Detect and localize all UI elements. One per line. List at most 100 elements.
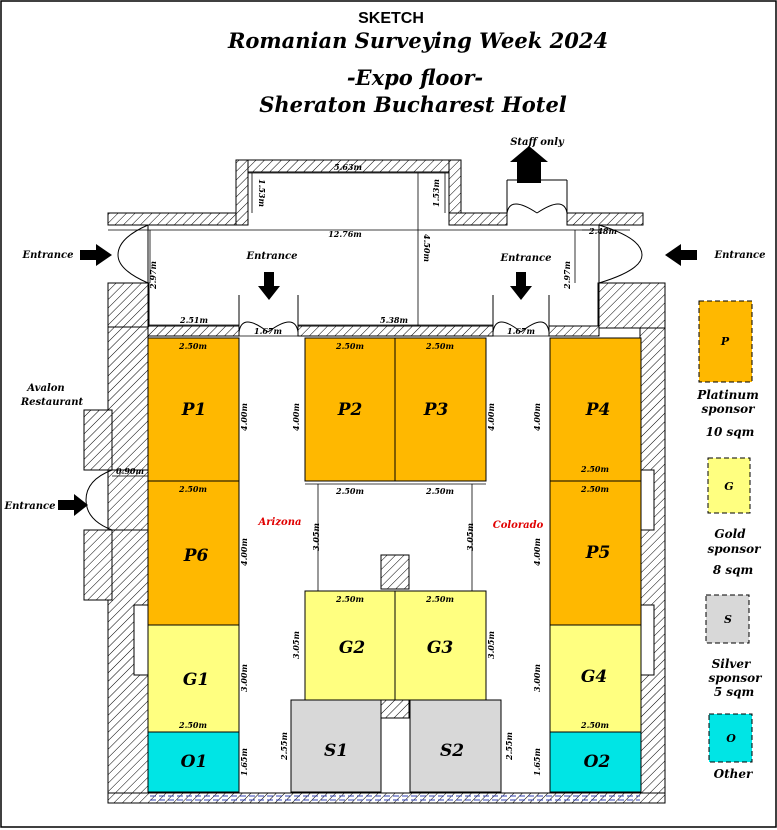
- dim-g3-width: 2.50m: [425, 594, 454, 604]
- booth-p1[interactable]: [147, 337, 240, 482]
- dim-g1-height: 3.00m: [239, 664, 249, 692]
- booth-p5[interactable]: [549, 480, 642, 626]
- booth-label-p5: P5: [585, 543, 611, 563]
- bottom-windows: [150, 795, 640, 801]
- door-arizona-a: [238, 295, 269, 333]
- booth-s1[interactable]: [290, 699, 382, 793]
- dim-1-53-right: 1.53m: [431, 179, 441, 207]
- legend-code-silver: S: [724, 613, 732, 626]
- legend-silver-area: 5 sqm: [714, 685, 754, 699]
- wall-left-top: [107, 282, 150, 328]
- booth-s2[interactable]: [409, 699, 502, 793]
- dim-p4-width: 2.50m: [580, 464, 609, 474]
- arrow-entrance-arizona: [258, 272, 280, 300]
- dim-5-38: 5.38m: [380, 315, 408, 325]
- booth-o1[interactable]: [147, 731, 240, 793]
- dim-p5-width: 2.50m: [580, 484, 609, 494]
- dim-4-50: 4.50m: [422, 234, 432, 262]
- event-title: Romanian Surveying Week 2024: [227, 28, 608, 53]
- dim-g2-width: 2.50m: [335, 594, 364, 604]
- arrow-entrance-colorado: [510, 272, 532, 300]
- venue-title: Sheraton Bucharest Hotel: [259, 92, 567, 117]
- wall-front-mid: [297, 325, 494, 337]
- booths: [147, 337, 642, 793]
- entrance-label-right: Entrance: [714, 250, 766, 261]
- dim-p6-height: 4.00m: [239, 538, 249, 566]
- sketch-label: SKETCH: [358, 10, 424, 27]
- room-label-arizona: Arizona: [258, 517, 302, 528]
- dim-1-67-left: 1.67m: [254, 326, 282, 336]
- legend-gold-area: 8 sqm: [713, 563, 753, 577]
- arrows: [58, 146, 697, 516]
- wall-left-lower-stub: [83, 529, 113, 601]
- dim-gap-right: 3.05m: [465, 523, 475, 551]
- door-right-upper-a: [598, 224, 643, 256]
- room-label-colorado: Colorado: [493, 520, 544, 531]
- legend-platinum-line2: sponsor: [702, 402, 757, 416]
- legend-code-other: O: [726, 732, 736, 745]
- dim-0-90: 0.90m: [116, 466, 144, 476]
- door-side-b: [85, 499, 113, 531]
- wall-corridor-top-right: [566, 212, 644, 226]
- staff-door-a: [506, 180, 538, 214]
- booth-g4[interactable]: [549, 624, 642, 733]
- dim-1-67-right: 1.67m: [507, 326, 535, 336]
- legend-swatch-platinum: [698, 300, 753, 383]
- door-colorado-a: [492, 295, 522, 333]
- dim-p3-width: 2.50m: [425, 341, 454, 351]
- dim-2-97-left: 2.97m: [148, 261, 158, 290]
- door-side-a: [85, 469, 113, 501]
- dim-s1-height: 2.55m: [279, 732, 289, 761]
- booth-label-g1: G1: [183, 670, 209, 690]
- dim-g4-height: 3.00m: [532, 664, 542, 692]
- wall-right: [639, 282, 666, 804]
- booth-p4[interactable]: [549, 337, 642, 482]
- dim-g1-width: 2.50m: [178, 720, 207, 730]
- legend-swatch-silver: [705, 594, 750, 644]
- legend-swatch-gold: [707, 457, 751, 514]
- wall-corridor-top-left: [107, 212, 244, 226]
- booth-o2[interactable]: [549, 731, 642, 793]
- floor-subtitle: -Expo floor-: [347, 65, 483, 90]
- dim-1-53-left: 1.53m: [257, 179, 267, 207]
- legend-code-platinum: P: [720, 335, 730, 348]
- booth-p6[interactable]: [147, 480, 240, 626]
- staff-only-label: Staff only: [510, 137, 565, 148]
- dim-bottom-p3-width: 2.50m: [425, 486, 454, 496]
- arrow-entrance-left: [80, 244, 112, 266]
- booth-label-p3: P3: [423, 400, 449, 420]
- wall-raised-left: [235, 159, 249, 226]
- booth-g1[interactable]: [147, 624, 240, 733]
- booth-labels: P1 P2 P3 P4 P6 P5 G1 G2 G3 G4 S1 S2 O1 O…: [181, 400, 611, 772]
- booth-label-g3: G3: [427, 638, 454, 658]
- dim-bottom-p2-width: 2.50m: [335, 486, 364, 496]
- dimension-labels: 5.63m 1.53m 1.53m 12.76m 4.50m 2.48m 2.9…: [116, 162, 617, 776]
- booth-label-p6: P6: [183, 546, 209, 566]
- pillar-bottom: [380, 699, 410, 719]
- booth-p3[interactable]: [394, 337, 487, 482]
- booth-dashes: [148, 338, 641, 792]
- dim-g4-width: 2.50m: [580, 720, 609, 730]
- dim-p4-height: 4.00m: [532, 403, 542, 431]
- booth-label-g4: G4: [581, 667, 607, 687]
- dim-2-51: 2.51m: [179, 315, 208, 325]
- dim-p2-height: 4.00m: [291, 403, 301, 431]
- dim-o2-height: 1.65m: [532, 748, 542, 776]
- dim-s2-height: 2.55m: [504, 732, 514, 761]
- booth-label-p1: P1: [181, 400, 207, 420]
- doors: [85, 179, 655, 676]
- restaurant-label-line2: Restaurant: [20, 397, 84, 408]
- entrance-label-side: Entrance: [4, 501, 56, 512]
- dim-12-76: 12.76m: [328, 229, 362, 239]
- booth-g2[interactable]: [304, 590, 396, 701]
- dim-gap-left: 3.05m: [311, 523, 321, 551]
- booth-label-s2: S2: [440, 741, 464, 761]
- booth-p2[interactable]: [304, 337, 396, 482]
- dim-g2-height: 3.05m: [291, 631, 301, 659]
- wall-restaurant-stub: [83, 409, 113, 471]
- legend-gold-line1: Gold: [714, 527, 746, 541]
- legend-swatch-other: [708, 713, 753, 763]
- dim-p2-width: 2.50m: [335, 341, 364, 351]
